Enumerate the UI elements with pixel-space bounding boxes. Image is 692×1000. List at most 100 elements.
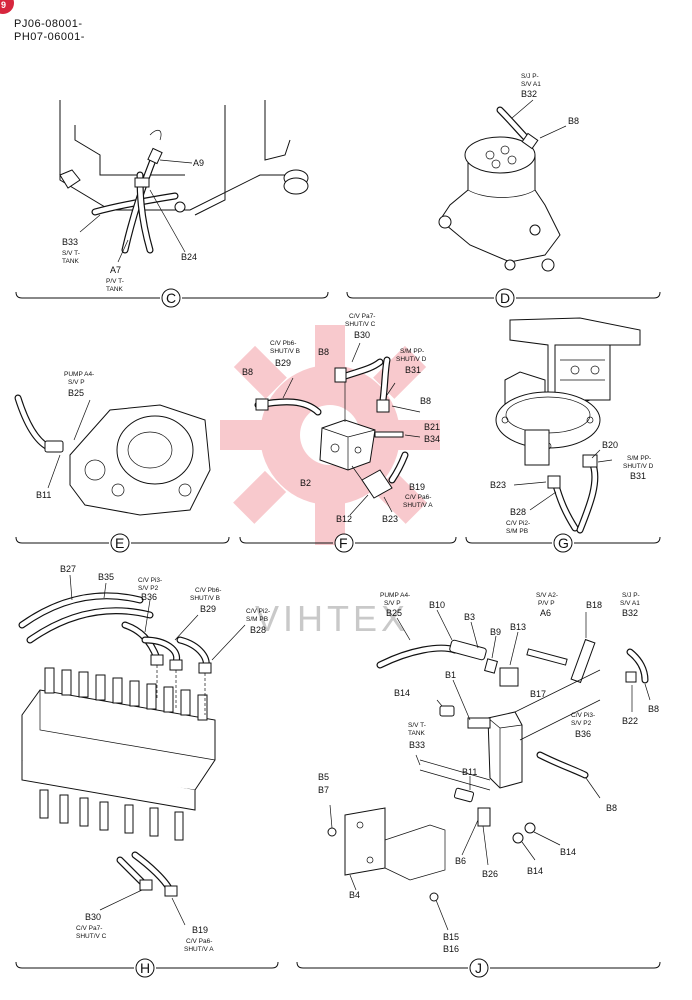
label-b19-desc-1: C/V Pa6-	[405, 494, 431, 501]
label-b28-desc-1: C/V Pi2-	[246, 608, 270, 615]
label-a7-desc-1: P/V T-	[106, 278, 124, 285]
label-b32-desc-1: S/J P-	[521, 73, 539, 80]
page-number-badge: 9	[0, 0, 14, 14]
label-b35: B35	[98, 572, 114, 582]
label-b8-top: B8	[318, 347, 329, 357]
label-b36-desc-2: S/V P2	[571, 720, 592, 727]
label-b11: B11	[36, 490, 51, 500]
label-b8-left: B8	[242, 367, 253, 377]
label-a6: A6	[540, 608, 551, 618]
label-b30: B30	[85, 912, 101, 922]
label-b28: B28	[510, 507, 526, 517]
section-g-marker: G	[558, 535, 569, 551]
label-a7: A7	[110, 265, 121, 275]
section-f-marker: F	[339, 535, 348, 551]
section-j-marker: J	[475, 960, 482, 976]
label-b36: B36	[575, 729, 591, 739]
label-b10: B10	[429, 600, 445, 610]
view-e: PUMP A4- S/V P B25 B11 E	[14, 371, 230, 553]
section-d-marker: D	[500, 290, 510, 306]
label-b32-desc-1: S/J P-	[622, 592, 640, 599]
label-b25-desc-2: S/V P	[384, 600, 401, 607]
serial-range-line-1: PJ06-08001-	[14, 18, 83, 30]
label-b18: B18	[586, 600, 602, 610]
label-b25-desc-1: PUMP A4-	[64, 371, 94, 378]
label-b31: B31	[630, 471, 646, 481]
label-b5: B5	[318, 772, 329, 782]
label-b33: B33	[62, 237, 78, 247]
label-b23: B23	[382, 514, 398, 524]
label-a6-desc-1: S/V A2-	[536, 592, 558, 599]
label-b12: B12	[336, 514, 352, 524]
label-b3: B3	[464, 612, 475, 622]
label-b29-desc-1: C/V Pb6-	[270, 340, 296, 347]
view-c: A9 B24 B33 S/V T- TANK A7 P/V T- TANK C	[15, 100, 329, 308]
label-a6-desc-2: P/V P	[538, 600, 555, 607]
label-b25-desc-1: PUMP A4-	[380, 592, 410, 599]
label-b9: B9	[490, 627, 501, 637]
label-b28: B28	[250, 625, 266, 635]
label-b19-desc-2: SHUT/V A	[403, 502, 433, 509]
view-h: B27 B35 C/V Pi3- S/V P2 B36 C/V Pb6- SHU…	[15, 564, 279, 978]
label-b30: B30	[354, 330, 370, 340]
label-b19: B19	[192, 925, 208, 935]
label-b25: B25	[68, 388, 84, 398]
label-b31: B31	[405, 365, 421, 375]
label-b29-desc-1: C/V Pb6-	[195, 587, 221, 594]
label-b33: B33	[409, 740, 425, 750]
label-b36-desc-1: C/V Pi3-	[571, 712, 595, 719]
label-b21: B21	[424, 422, 440, 432]
label-b16: B16	[443, 944, 459, 954]
view-d: S/J P- S/V A1 B32 B8 D	[346, 73, 661, 308]
label-b31-desc-1: S/M PP-	[627, 455, 651, 462]
label-b6: B6	[455, 856, 466, 866]
label-b31-desc-2: SHUT/V D	[623, 463, 654, 470]
section-c-marker: C	[166, 290, 176, 306]
label-b34: B34	[424, 434, 440, 444]
view-g: B20 S/M PP- SHUT/V D B31 B23 B28 C/V Pi2…	[465, 317, 661, 553]
label-b14-bottom-left: B14	[527, 866, 543, 876]
label-b24: B24	[181, 252, 197, 262]
label-b8: B8	[568, 116, 579, 126]
label-b30-desc-2: SHUT/V C	[76, 933, 107, 940]
label-b30-desc-1: C/V Pa7-	[349, 313, 375, 320]
label-b31-desc-2: SHUT/V D	[396, 356, 427, 363]
label-b27: B27	[60, 564, 76, 574]
label-b29: B29	[275, 358, 291, 368]
label-b2: B2	[300, 478, 311, 488]
label-b20: B20	[602, 440, 618, 450]
label-b33-desc-2: TANK	[408, 730, 426, 737]
label-b32: B32	[521, 89, 537, 99]
label-b25: B25	[386, 608, 402, 618]
label-b29: B29	[200, 604, 216, 614]
section-e-marker: E	[115, 535, 124, 551]
label-b8-top: B8	[648, 704, 659, 714]
view-f: C/V Pb6- SHUT/V B B29 B8 C/V Pa7- SHUT/V…	[239, 313, 457, 553]
label-b29-desc-2: SHUT/V B	[270, 348, 300, 355]
label-b33-desc-1: S/V T-	[408, 722, 426, 729]
section-h-marker: H	[140, 960, 150, 976]
label-b4: B4	[349, 890, 360, 900]
label-b8-right: B8	[420, 396, 431, 406]
label-b30-desc-2: SHUT/V C	[345, 321, 376, 328]
label-b36-desc-2: S/V P2	[138, 585, 159, 592]
watermark-text: VIHTEX	[255, 598, 410, 639]
label-b19: B19	[409, 482, 425, 492]
label-b11: B11	[462, 767, 477, 777]
label-b31-desc-1: S/M PP-	[400, 348, 424, 355]
label-b30-desc-1: C/V Pa7-	[76, 925, 102, 932]
label-b19-desc-2: SHUT/V A	[184, 946, 214, 953]
label-b13: B13	[510, 622, 526, 632]
label-b26: B26	[482, 869, 498, 879]
label-b36-desc-1: C/V Pi3-	[138, 577, 162, 584]
label-b14-top: B14	[394, 688, 410, 698]
label-b19-desc-1: C/V Pa6-	[186, 938, 212, 945]
label-a7-desc-2: TANK	[106, 286, 124, 293]
label-b15: B15	[443, 932, 459, 942]
label-b28-desc-2: S/M PB	[246, 616, 268, 623]
label-b23: B23	[490, 480, 506, 490]
label-b8-bottom: B8	[606, 803, 617, 813]
label-b17: B17	[530, 689, 546, 699]
label-b7: B7	[318, 785, 329, 795]
